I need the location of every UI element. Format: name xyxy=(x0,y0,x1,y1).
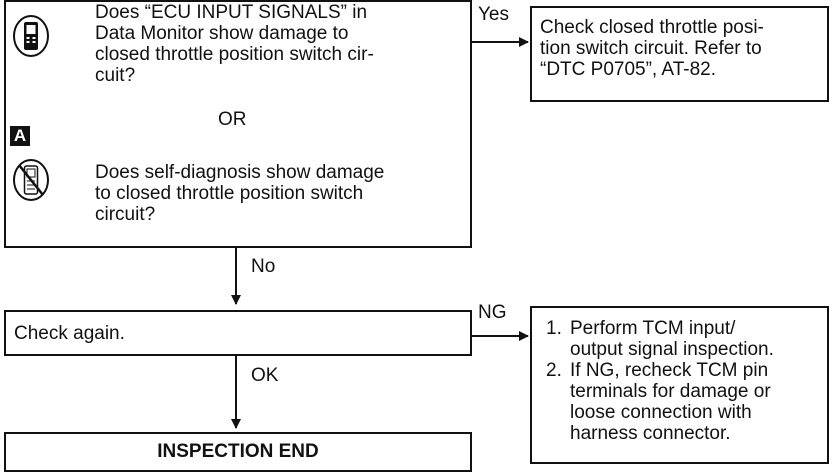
check-again-box xyxy=(4,310,472,356)
ng-step-1-num: 1. xyxy=(546,318,562,339)
ng-step-1-text: Perform TCM input/ output signal inspect… xyxy=(570,318,774,360)
inspection-end-text: INSPECTION END xyxy=(157,441,319,462)
ng-label: NG xyxy=(478,302,507,323)
no-tester-icon xyxy=(13,159,49,201)
question-1-text: Does “ECU INPUT SIGNALS” in Data Monitor… xyxy=(95,2,374,86)
ok-label: OK xyxy=(251,365,279,386)
ng-step-2: 2. If NG, recheck TCM pin terminals for … xyxy=(546,360,831,444)
check-again-text: Check again. xyxy=(14,323,125,344)
ng-step-2-num: 2. xyxy=(546,360,562,381)
or-label: OR xyxy=(212,109,253,130)
yes-label: Yes xyxy=(478,4,509,25)
mode-a-badge: A xyxy=(10,126,30,146)
ng-step-1: 1. Perform TCM input/ output signal insp… xyxy=(546,318,831,360)
no-label: No xyxy=(251,256,276,277)
ng-steps-list: 1. Perform TCM input/ output signal insp… xyxy=(546,318,831,444)
yes-result-text: Check closed throttle posi- tion switch … xyxy=(540,17,764,80)
yes-result-box xyxy=(530,6,829,102)
consult-tester-icon xyxy=(13,15,49,57)
ng-step-2-text: If NG, recheck TCM pin terminals for dam… xyxy=(570,360,771,444)
question-2-text: Does self-diagnosis show damage to close… xyxy=(95,162,385,225)
ng-result-box xyxy=(530,306,829,464)
